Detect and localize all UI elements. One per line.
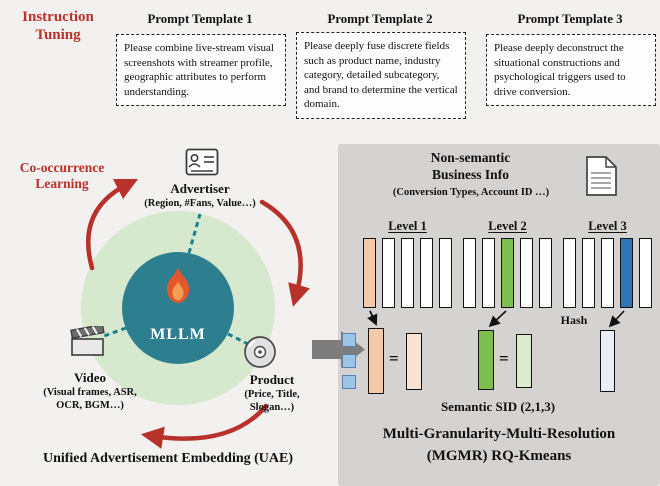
code-bar — [601, 238, 614, 308]
level2-centroid-bar — [516, 334, 532, 388]
code-bar — [420, 238, 433, 308]
equals-sign-1: = — [389, 349, 399, 368]
code-bar — [463, 238, 476, 308]
equals-sign-2: = — [499, 349, 509, 368]
flame-icon — [166, 267, 190, 303]
code-square — [342, 333, 356, 347]
document-icon — [586, 156, 617, 196]
code-bar — [482, 238, 495, 308]
clapperboard-icon — [70, 326, 105, 356]
hash-label: Hash — [560, 313, 588, 327]
uae-caption: Unified Advertisement Embedding (UAE) — [42, 451, 294, 466]
advertiser-label: Advertiser — [170, 181, 230, 196]
residual-code-squares — [342, 333, 356, 396]
code-bar — [620, 238, 633, 308]
code-square — [342, 354, 356, 368]
advertiser-attrs: (Region, #Fans, Value…) — [144, 198, 256, 209]
disc-icon — [244, 336, 276, 368]
business-info-sub: (Conversion Types, Account ID …) — [392, 187, 550, 198]
prompt-template-2-box: Please deeply fuse discrete fields such … — [296, 32, 466, 119]
level3-hash-bar — [600, 330, 615, 392]
product-attrs: (Price, Title, Slogan…) — [244, 389, 300, 414]
level2-embedding-bar — [478, 330, 494, 390]
co-occurrence-learning-label: Co-occurrence Learning — [19, 160, 105, 192]
level-3-label: Level 3 — [588, 219, 627, 233]
level-3-codebook — [563, 238, 652, 308]
level1-embedding-bar — [368, 328, 384, 394]
code-square — [342, 375, 356, 389]
prompt-template-3-title: Prompt Template 3 — [517, 12, 623, 26]
mgmr-caption: Multi-Granularity-Multi-Resolution (MGMR… — [382, 426, 616, 464]
code-bar — [439, 238, 452, 308]
level-2-codebook — [463, 238, 552, 308]
code-bar — [520, 238, 533, 308]
code-bar — [382, 238, 395, 308]
profile-card-icon — [185, 148, 219, 176]
code-bar — [539, 238, 552, 308]
prompt-template-3-box: Please deeply deconstruct the situationa… — [486, 34, 656, 107]
code-bar — [563, 238, 576, 308]
prompt-template-2-title: Prompt Template 2 — [327, 12, 433, 26]
semantic-sid-label: Semantic SID (2,1,3) — [440, 399, 556, 414]
prompt-template-1-box: Please combine live-stream visual screen… — [116, 34, 286, 107]
level-2-label: Level 2 — [488, 219, 527, 233]
mllm-label: MLLM — [150, 326, 206, 343]
code-bar — [363, 238, 376, 308]
video-attrs: (Visual frames, ASR, OCR, BGM…) — [43, 387, 137, 412]
code-bar — [639, 238, 652, 308]
level-1-label: Level 1 — [388, 219, 427, 233]
code-bar — [401, 238, 414, 308]
instruction-tuning-label: Instruction Tuning — [22, 9, 94, 44]
code-bar — [501, 238, 514, 308]
video-label: Video — [73, 370, 107, 385]
level1-centroid-bar — [406, 333, 422, 390]
business-info-heading: Non-semantic Business Info — [430, 150, 511, 182]
product-label: Product — [249, 372, 295, 387]
level-1-codebook — [363, 238, 452, 308]
code-bar — [582, 238, 595, 308]
prompt-template-1-title: Prompt Template 1 — [147, 12, 253, 26]
